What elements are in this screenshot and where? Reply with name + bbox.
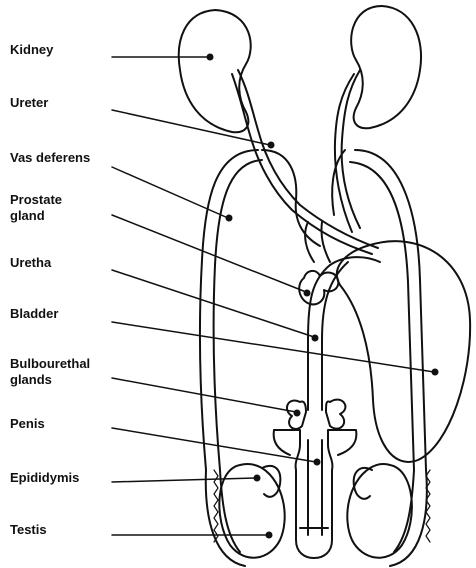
dot-bladder [432,369,439,376]
label-ureter: Ureter [10,95,48,111]
dot-bulbourethal [294,410,301,417]
label-prostate-line2: gland [10,208,62,224]
label-bladder: Bladder [10,306,58,322]
leader-epididymis [112,478,256,482]
label-kidney: Kidney [10,42,53,58]
label-bulbourethal-line1: Bulbourethal [10,356,90,372]
left-vas-deferens-inner [214,160,262,470]
label-penis: Penis [10,416,45,432]
urethra-left [308,265,330,410]
dot-ureter [268,142,275,149]
dot-penis [314,459,321,466]
right-kidney [351,6,421,128]
label-prostate-line1: Prostate [10,192,62,208]
prostate-gland [299,271,338,304]
dot-kidney [207,54,214,61]
label-bulbourethal-glands: Bulbourethal glands [10,356,90,388]
leader-bladder [112,322,434,372]
dot-uretha [312,335,319,342]
dot-prostate [304,290,311,297]
dot-vas-deferens [226,215,233,222]
left-kidney [179,10,251,132]
right-vas-deferens-inner [350,162,414,470]
right-bulbourethral-gland [326,400,345,429]
left-zigzag [214,470,218,542]
label-testis: Testis [10,522,47,538]
label-prostate-gland: Prostate gland [10,192,62,224]
right-vas-deferens-outer [355,150,426,470]
label-epididymis: Epididymis [10,470,79,486]
leader-prostate [112,215,306,292]
right-testis [347,464,412,558]
leader-penis [112,428,316,462]
dot-epididymis [254,475,261,482]
penis-left [274,430,356,558]
dot-testis [266,532,273,539]
leader-bulbourethal [112,378,296,412]
left-vas-deferens-outer [200,150,258,470]
label-bulbourethal-line2: glands [10,372,90,388]
label-uretha: Uretha [10,255,51,271]
urethra-bladder-neck [330,257,380,265]
urethra-right [322,262,348,410]
penis-base-left [274,430,290,455]
label-vas-deferens: Vas deferens [10,150,90,166]
bladder [337,241,470,462]
